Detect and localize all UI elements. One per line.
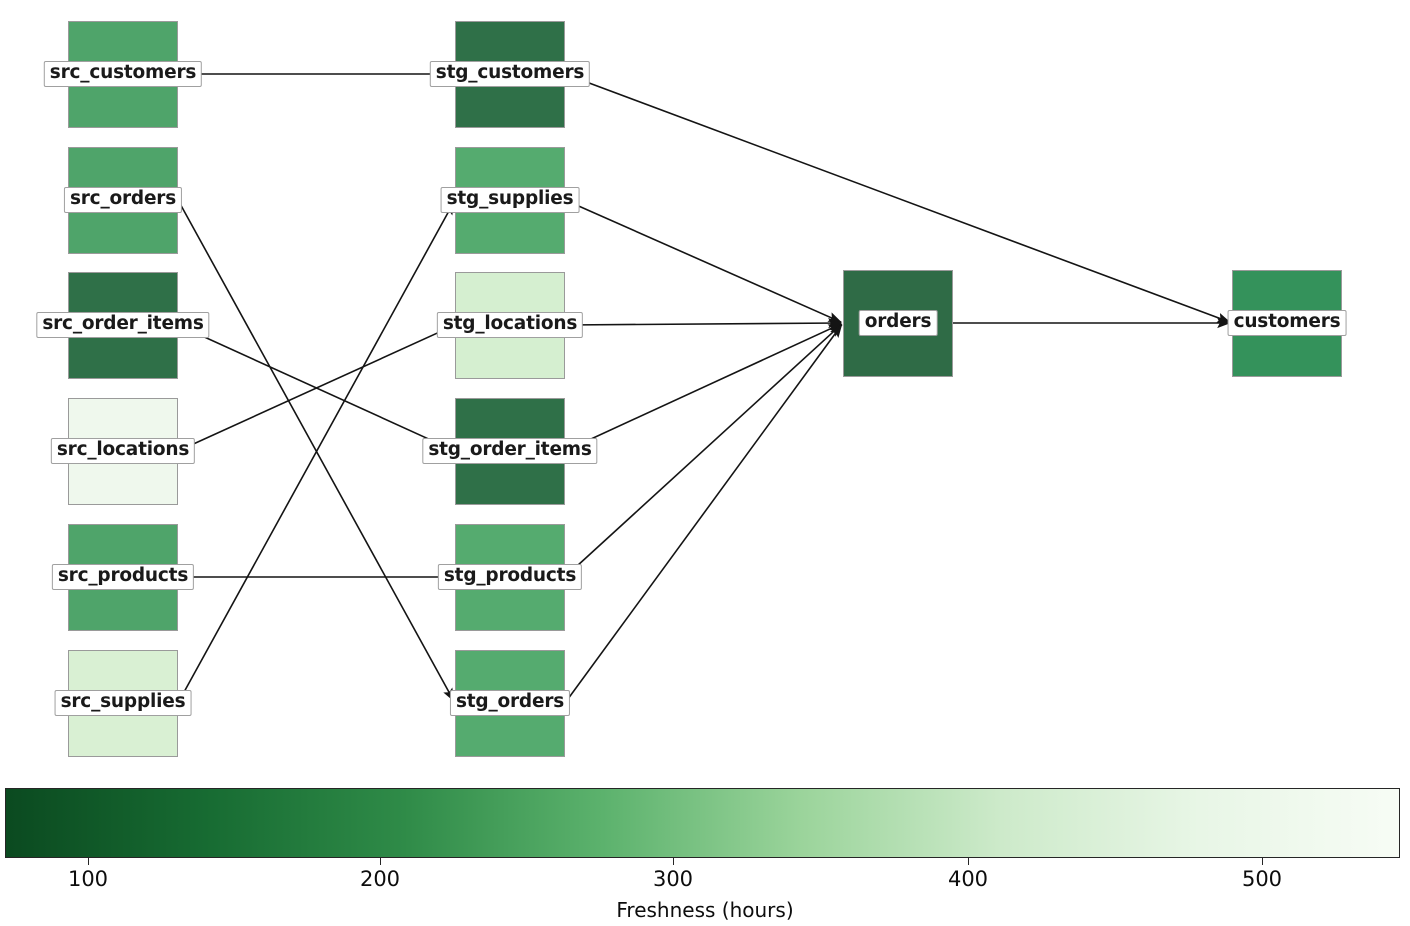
node-label-customers[interactable]: customers bbox=[1227, 310, 1347, 336]
edge-stg_products-to-orders bbox=[564, 323, 843, 578]
edge-src_locations-to-stg_locations bbox=[177, 325, 454, 452]
colorbar-tick-label: 400 bbox=[947, 867, 989, 891]
colorbar-tick-label: 300 bbox=[652, 867, 694, 891]
node-label-src_orders[interactable]: src_orders bbox=[63, 187, 183, 213]
colorbar-tick-label: 500 bbox=[1241, 867, 1283, 891]
edge-src_orders-to-stg_orders bbox=[177, 199, 455, 702]
edge-stg_locations-to-orders bbox=[564, 317, 842, 329]
colorbar: 100 200 300 400 500 Freshness (hours) bbox=[0, 780, 1410, 926]
node-label-src_customers[interactable]: src_customers bbox=[43, 61, 203, 87]
edge-stg_orders-to-orders bbox=[564, 323, 843, 704]
colorbar-tick-mark bbox=[1262, 858, 1264, 865]
colorbar-tick-mark bbox=[380, 858, 382, 865]
node-label-src_supplies[interactable]: src_supplies bbox=[54, 690, 192, 716]
node-label-src_order_items[interactable]: src_order_items bbox=[36, 312, 210, 338]
edge-layer bbox=[177, 73, 1231, 704]
node-label-stg_products[interactable]: stg_products bbox=[437, 564, 583, 590]
edge-src_order_items-to-stg_order_items bbox=[177, 324, 454, 451]
colorbar-label: Freshness (hours) bbox=[616, 898, 794, 922]
node-label-stg_supplies[interactable]: stg_supplies bbox=[440, 187, 580, 213]
colorbar-tick-mark bbox=[88, 858, 90, 865]
node-label-orders[interactable]: orders bbox=[858, 310, 938, 336]
colorbar-tick-mark bbox=[968, 858, 970, 865]
node-label-src_locations[interactable]: src_locations bbox=[50, 438, 196, 464]
node-label-stg_order_items[interactable]: stg_order_items bbox=[422, 438, 598, 464]
node-label-stg_locations[interactable]: stg_locations bbox=[436, 312, 584, 338]
edge-stg_supplies-to-orders bbox=[564, 199, 842, 323]
colorbar-ticks: 100 200 300 400 500 bbox=[0, 858, 1410, 918]
edge-stg_order_items-to-orders bbox=[564, 323, 842, 452]
colorbar-gradient bbox=[5, 788, 1400, 858]
node-label-stg_customers[interactable]: stg_customers bbox=[429, 61, 591, 87]
edge-src_supplies-to-stg_supplies bbox=[177, 201, 455, 704]
node-label-src_products[interactable]: src_products bbox=[51, 564, 195, 590]
colorbar-tick-mark bbox=[673, 858, 675, 865]
colorbar-tick-label: 100 bbox=[67, 867, 109, 891]
colorbar-tick-label: 200 bbox=[359, 867, 401, 891]
node-label-stg_orders[interactable]: stg_orders bbox=[449, 690, 571, 716]
